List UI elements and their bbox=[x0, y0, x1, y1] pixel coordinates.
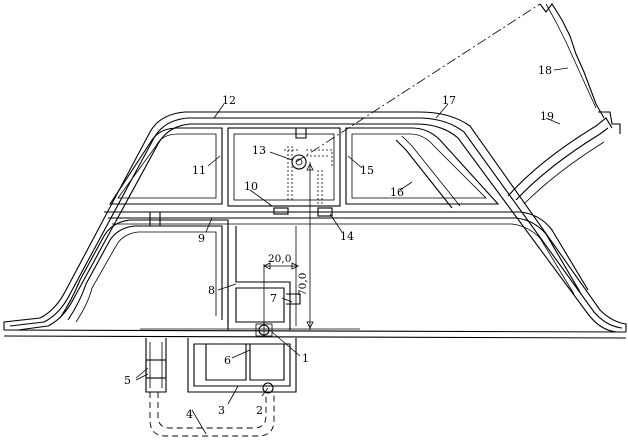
station-13 bbox=[284, 146, 333, 206]
callout-9: 9 bbox=[198, 232, 205, 245]
dim-vertical: 70,0 bbox=[297, 273, 309, 296]
dimension-lines bbox=[263, 162, 314, 336]
callout-labels: 1 2 3 4 5 6 7 8 9 10 11 12 13 14 15 16 1… bbox=[124, 64, 554, 421]
callout-1: 1 bbox=[302, 352, 309, 365]
callout-6: 6 bbox=[224, 354, 231, 367]
callout-5: 5 bbox=[124, 374, 131, 387]
sight-line bbox=[295, 3, 541, 163]
upper-left-loop bbox=[108, 127, 223, 205]
right-branch bbox=[507, 3, 621, 205]
callout-3: 3 bbox=[218, 404, 225, 417]
left-lower-loop bbox=[59, 219, 229, 326]
upper-right-loop bbox=[345, 127, 500, 209]
callout-12: 12 bbox=[222, 94, 236, 107]
middle-band bbox=[104, 211, 589, 295]
callout-14: 14 bbox=[340, 230, 354, 243]
callout-10: 10 bbox=[244, 180, 258, 193]
dashed-conduit bbox=[149, 392, 275, 437]
callout-17: 17 bbox=[442, 94, 456, 107]
callout-18: 18 bbox=[538, 64, 552, 77]
dim-horizontal: 20,0 bbox=[268, 253, 291, 265]
callout-15: 15 bbox=[360, 164, 374, 177]
outer-track bbox=[3, 111, 627, 333]
callout-19: 19 bbox=[540, 110, 554, 123]
bottom-track bbox=[3, 328, 627, 339]
callout-2: 2 bbox=[256, 404, 263, 417]
callout-16: 16 bbox=[390, 186, 404, 199]
callout-11: 11 bbox=[192, 164, 206, 177]
callout-4: 4 bbox=[186, 408, 193, 421]
callout-8: 8 bbox=[208, 284, 215, 297]
central-block bbox=[227, 127, 341, 217]
central-corridor bbox=[227, 226, 301, 330]
callout-13: 13 bbox=[252, 144, 266, 157]
leader-lines bbox=[135, 67, 569, 435]
bottom-structures bbox=[145, 338, 297, 394]
callout-7: 7 bbox=[270, 292, 277, 305]
